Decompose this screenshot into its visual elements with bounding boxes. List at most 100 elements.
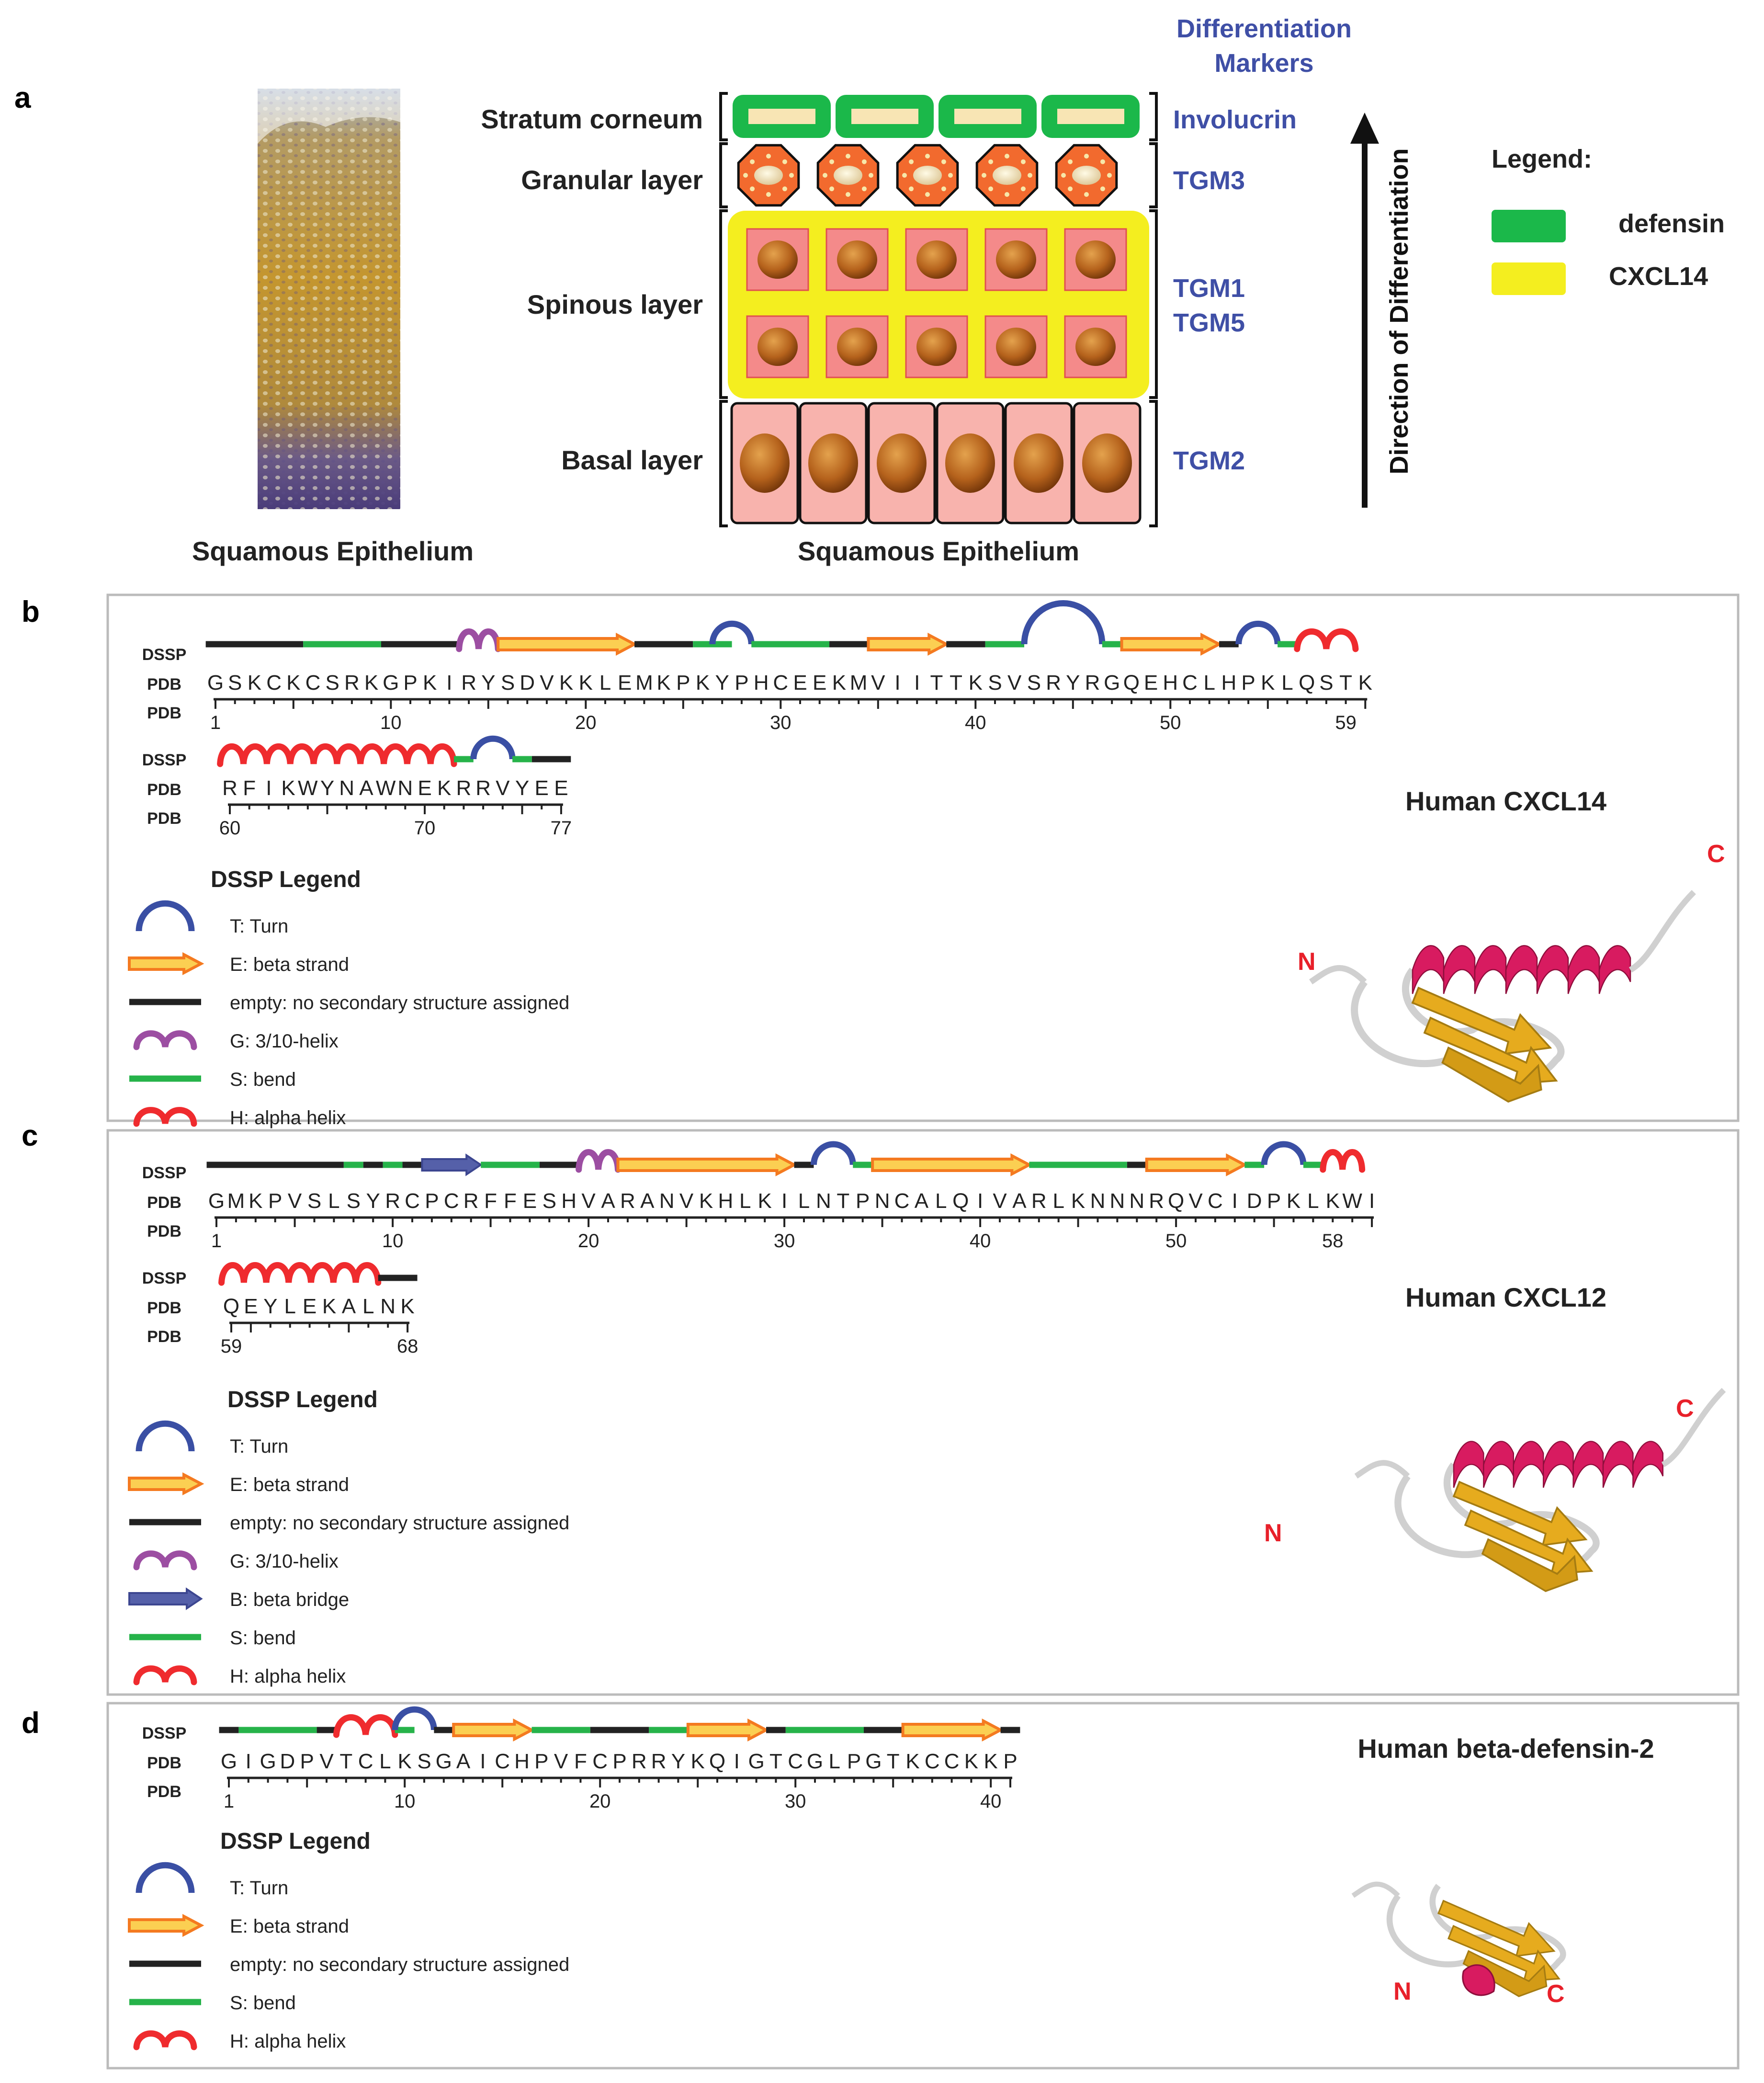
keratohyalin-granule [823,173,827,178]
protein-name: Human CXCL12 [1405,1282,1606,1312]
residue-number-label: 1 [224,1791,234,1812]
residue-letter: A [342,1295,356,1318]
beta-strand-arrow [871,1153,1032,1176]
turn-arc [1235,620,1281,645]
keratohyalin-granule [766,192,771,197]
n-terminus-label: N [1298,948,1316,976]
dssp-legend-title: DSSP Legend [211,867,361,892]
residue-number-label: 60 [219,818,241,839]
panel-d-frame [106,1702,1740,2070]
residue-letter: A [1012,1189,1027,1213]
helix-turn [1632,1441,1664,1488]
alpha-helix-wave [1320,1149,1366,1173]
residue-letter: R [475,776,491,800]
residue-letter: P [676,671,690,694]
helix-turn [1513,1441,1544,1488]
residue-letter: P [1267,1189,1281,1213]
granular-layer-cells [737,144,1118,207]
residue-letter: R [1031,1189,1047,1213]
turn-arc [470,735,516,760]
residue-letter: Y [320,776,334,800]
residue-letter: Q [1299,671,1315,694]
panel-d-label: d [22,1707,40,1740]
residue-letter: I [977,1189,983,1213]
c-terminus-label: C [1547,1980,1565,2008]
turn-arc [1261,1141,1307,1165]
residue-letter: V [288,1189,302,1213]
helix-turn [1543,1441,1574,1488]
dssp-legend-title: DSSP Legend [220,1829,371,1854]
residue-letter: K [984,1750,998,1773]
spinous-cell-nucleus [837,240,877,279]
residue-letter: P [300,1750,314,1773]
residue-letter: M [635,671,653,694]
panel-c-frame [106,1129,1740,1696]
keratohyalin-granule [988,186,994,192]
residue-letter: G [208,1189,225,1213]
dssp-row-label: DSSP [142,1164,187,1182]
keratohyalin-granule [743,173,748,178]
residue-letter: S [326,671,339,694]
residue-letter: V [319,1750,334,1773]
residue-letter: V [496,776,510,800]
residue-letter: R [344,671,360,694]
helix-310-wave [576,1149,621,1173]
n-terminus-label: N [1393,1978,1412,2005]
legend-alpha-helix-symbol [133,1107,197,1127]
spinous-cell-nucleus [1075,240,1116,279]
residue-letter: I [446,671,452,694]
spinous-cell-nucleus [916,240,957,279]
residue-letter: G [383,671,399,694]
legend-entry-label: empty: no secondary structure assigned [230,992,569,1013]
residue-number-label: 20 [589,1791,611,1812]
residue-letter: G [260,1750,276,1773]
legend-turn-symbol [136,1862,195,1893]
keratohyalin-granule [925,154,930,159]
residue-letter: Y [481,671,495,694]
pdb-row-label: PDB [147,781,181,799]
residue-letter: K [1071,1189,1085,1213]
keratohyalin-granule [988,159,994,164]
spinous-layer-cells [746,228,1127,378]
residue-letter: N [339,776,354,800]
residue-letter: I [246,1750,251,1773]
residue-letter: K [400,1295,414,1318]
basal-cell-nucleus [1082,433,1132,493]
residue-letter: Y [366,1189,380,1213]
keratohyalin-granule [948,173,953,178]
turn-arc [1021,600,1106,645]
residue-letter: K [249,1189,262,1213]
beta-strand-arrow [1145,1153,1248,1176]
residue-letter: R [1085,671,1100,694]
residue-letter: G [1104,671,1120,694]
residue-letter: I [894,671,900,694]
beta-strand-arrow [616,1153,797,1176]
residue-letter: R [632,1750,647,1773]
beta-sheet-strand [1481,1538,1578,1592]
beta-sheet [1411,987,1558,1103]
residue-letter: S [543,1189,556,1213]
keratohyalin-granule [869,173,873,178]
residue-letter: D [1247,1189,1262,1213]
keratohyalin-granule [1005,192,1009,197]
spinous-cell-nucleus [758,328,798,366]
residue-letter: M [227,1189,245,1213]
keratohyalin-granule [1028,173,1032,178]
legend-title: Legend: [1492,145,1592,173]
residue-number-label: 30 [770,712,792,733]
differentiation-arrow [1350,113,1379,508]
keratohyalin-granule [1061,173,1066,178]
residue-letter: C [266,671,282,694]
protein-structure-cartoon [1309,890,1696,1103]
residue-letter: Q [1168,1189,1184,1213]
residue-letter: L [739,1189,751,1213]
keratohyalin-granule [861,186,867,192]
c-terminus-label: C [1676,1395,1694,1423]
residue-number-label: 70 [414,818,436,839]
keratohyalin-granule [1107,173,1112,178]
legend-entry-label: E: beta strand [230,1916,349,1937]
residue-letter: C [788,1750,803,1773]
n-terminal-tail [1351,1881,1400,1898]
residue-letter: K [423,671,437,694]
residue-letter: S [501,671,515,694]
